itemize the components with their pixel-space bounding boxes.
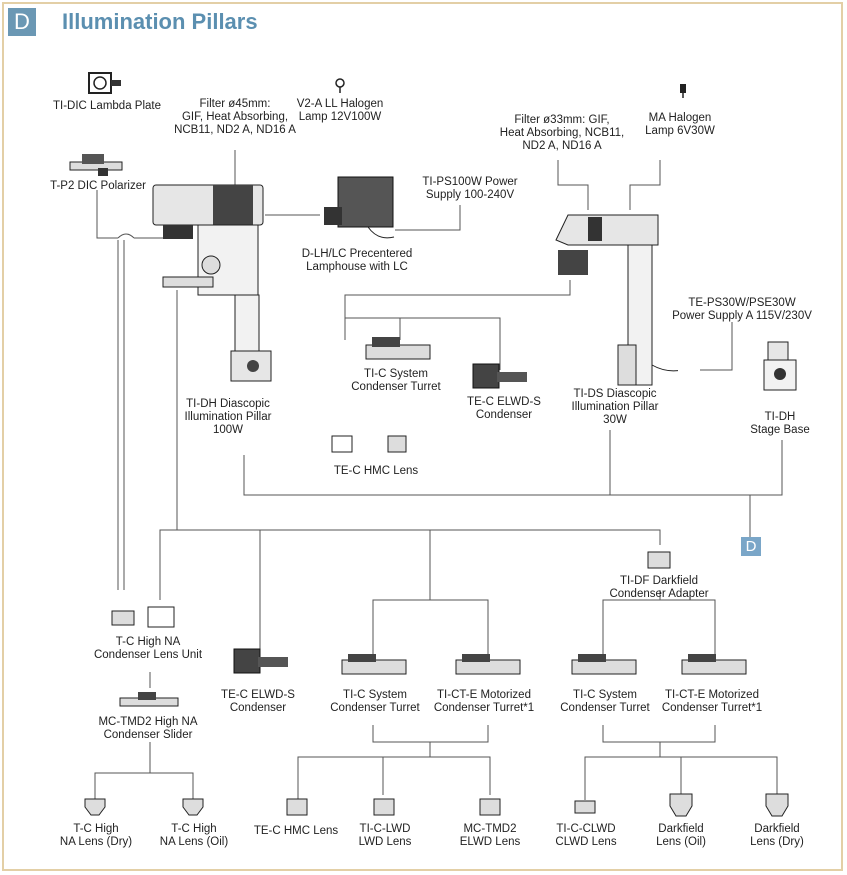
label-darkfield-oil: Darkfield Lens (Oil) bbox=[656, 823, 706, 848]
ti-dh-pillar-icon bbox=[152, 184, 272, 382]
halogen-bulb-icon bbox=[335, 78, 345, 93]
label-elwd-bottom: TE-C ELWD-S Condenser bbox=[221, 689, 295, 714]
stage-base-icon bbox=[763, 341, 797, 391]
label-clwd-lens: TI-C-CLWD CLWD Lens bbox=[555, 823, 617, 848]
turret-mid-icon bbox=[341, 654, 407, 675]
label-darkfield-adapter: TI-DF Darkfield Condenser Adapter bbox=[609, 575, 709, 600]
motorized-turret-mid-icon bbox=[455, 654, 521, 675]
label-dic-polarizer: T-P2 DIC Polarizer bbox=[50, 180, 146, 192]
ma-halogen-bulb-icon bbox=[680, 84, 686, 98]
turret-right-icon bbox=[571, 654, 637, 675]
label-ma-halogen: MA Halogen Lamp 6V30W bbox=[645, 112, 715, 137]
label-high-na-dry: T-C High NA Lens (Dry) bbox=[59, 823, 133, 848]
label-lamphouse: D-LH/LC Precentered Lamphouse with LC bbox=[301, 248, 413, 273]
label-hmc-bottom: TE-C HMC Lens bbox=[253, 825, 339, 837]
label-elwd-top: TE-C ELWD-S Condenser bbox=[467, 396, 541, 421]
label-filter-33: Filter ø33mm: GIF, Heat Absorbing, NCB11… bbox=[499, 114, 625, 152]
darkfield-oil-lens-icon bbox=[669, 793, 693, 817]
label-filter-45: Filter ø45mm: GIF, Heat Absorbing, NCB11… bbox=[174, 98, 296, 136]
hmc-lens-icon bbox=[387, 435, 407, 453]
label-stage-base: TI-DH Stage Base bbox=[750, 411, 810, 436]
elwd-top-icon bbox=[472, 363, 527, 389]
section-badge: D bbox=[8, 8, 36, 36]
label-mc-tmd2-slider: MC-TMD2 High NA Condenser Slider bbox=[98, 716, 198, 741]
mc-tmd2-slider-icon bbox=[119, 692, 179, 707]
label-elwd-lens: MC-TMD2 ELWD Lens bbox=[459, 823, 521, 848]
turret-top-icon bbox=[365, 337, 431, 360]
high-na-unit-icon bbox=[111, 606, 175, 628]
elwd-lens-icon bbox=[479, 798, 501, 816]
label-high-na-unit: T-C High NA Condenser Lens Unit bbox=[93, 636, 203, 661]
label-halogen-12v: V2-A LL Halogen Lamp 12V100W bbox=[296, 98, 384, 123]
elwd-bottom-icon bbox=[233, 648, 288, 674]
dic-polarizer-icon bbox=[69, 154, 123, 176]
section-title: Illumination Pillars bbox=[62, 9, 258, 34]
label-lambda-plate: TI-DIC Lambda Plate bbox=[52, 100, 162, 112]
hmc-slider-icon bbox=[331, 435, 353, 453]
label-lwd-lens: TI-C-LWD LWD Lens bbox=[358, 823, 412, 848]
label-power-supply-30w: TE-PS30W/PSE30W Power Supply A 115V/230V bbox=[672, 297, 812, 322]
label-motorized-turret-mid: TI-CT-E Motorized Condenser Turret*1 bbox=[433, 689, 535, 714]
section-header: D Illumination Pillars bbox=[4, 4, 604, 36]
high-na-oil-lens-icon bbox=[182, 798, 204, 816]
label-power-supply-100w: TI-PS100W Power Supply 100-240V bbox=[422, 176, 518, 201]
label-ti-ds-pillar: TI-DS Diascopic Illumination Pillar 30W bbox=[571, 388, 659, 426]
label-turret-top: TI-C System Condenser Turret bbox=[351, 368, 441, 393]
label-hmc-top: TE-C HMC Lens bbox=[333, 465, 419, 477]
darkfield-dry-lens-icon bbox=[765, 793, 789, 817]
label-high-na-oil: T-C High NA Lens (Oil) bbox=[159, 823, 229, 848]
clwd-lens-icon bbox=[574, 800, 596, 814]
label-motorized-turret-right: TI-CT-E Motorized Condenser Turret*1 bbox=[661, 689, 763, 714]
label-turret-mid: TI-C System Condenser Turret bbox=[330, 689, 420, 714]
lambda-plate-icon bbox=[88, 72, 121, 94]
darkfield-adapter-icon bbox=[647, 551, 671, 569]
lamphouse-icon bbox=[324, 176, 395, 239]
hmc-lens-bottom-icon bbox=[286, 798, 308, 816]
lwd-lens-icon bbox=[373, 798, 395, 816]
ti-ds-pillar-icon bbox=[555, 214, 678, 386]
motorized-turret-right-icon bbox=[681, 654, 747, 675]
d-marker: D bbox=[741, 537, 761, 556]
label-turret-right: TI-C System Condenser Turret bbox=[560, 689, 650, 714]
label-darkfield-dry: Darkfield Lens (Dry) bbox=[750, 823, 804, 848]
label-ti-dh-pillar: TI-DH Diascopic Illumination Pillar 100W bbox=[184, 398, 272, 436]
high-na-dry-lens-icon bbox=[84, 798, 106, 816]
